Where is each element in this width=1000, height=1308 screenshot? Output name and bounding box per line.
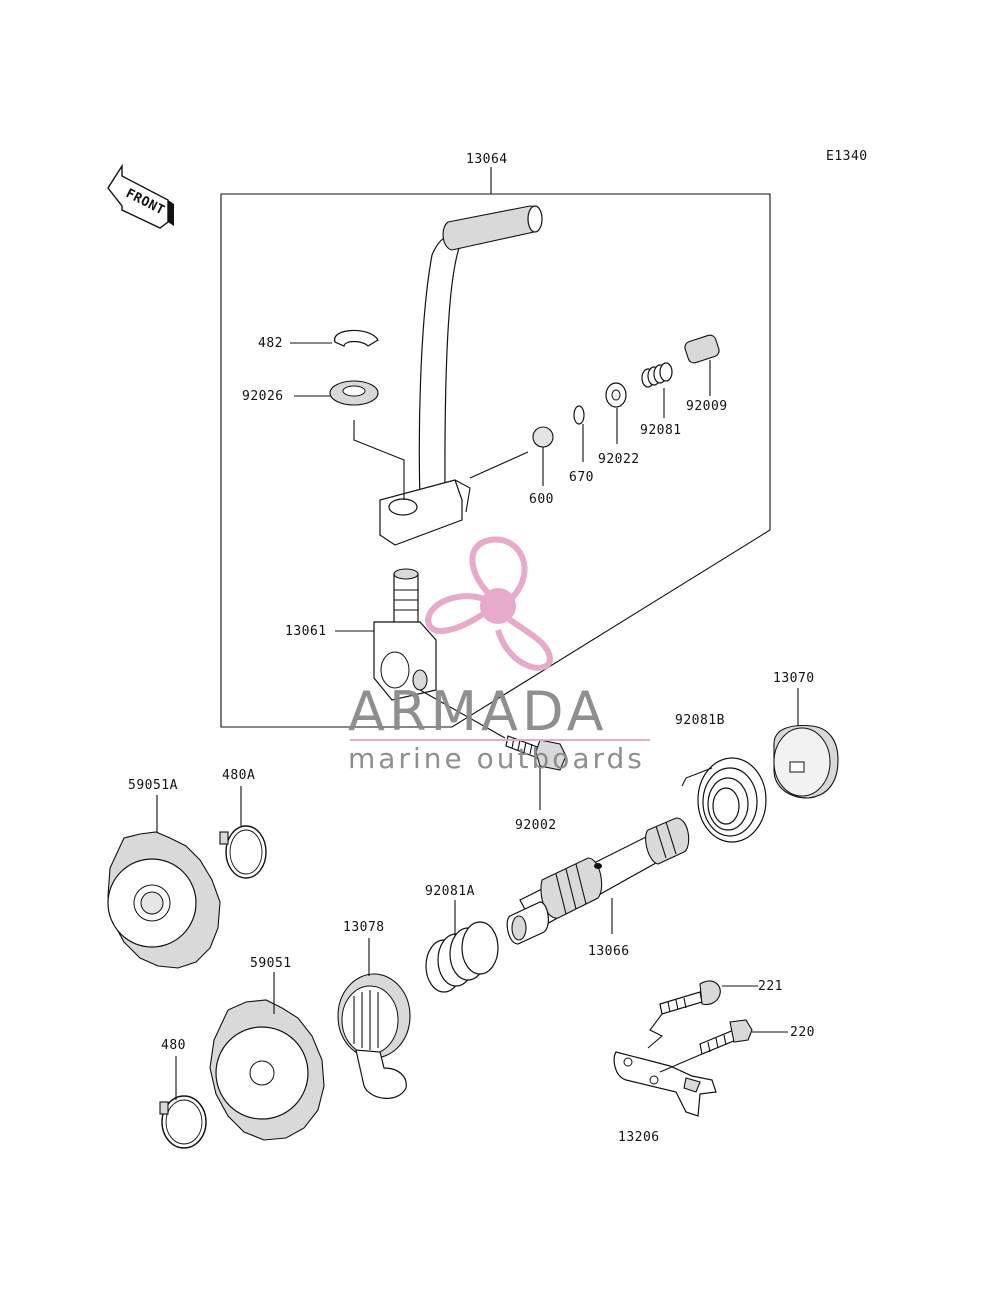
return-spring-92081B [681,757,767,843]
callout-92022: 92022 [598,452,640,467]
washer-92022 [605,382,627,408]
ratchet-13078 [337,973,411,1099]
gear-59051A [107,831,221,969]
ring-670 [573,405,585,425]
callout-92009: 92009 [686,399,728,414]
diagram-code: E1340 [826,149,868,164]
callout-92081B: 92081B [675,713,725,728]
collar-13070 [773,724,839,799]
assembly-box [220,193,771,728]
propeller-logo-icon [424,536,554,671]
callout-92081: 92081 [640,423,682,438]
callout-13078: 13078 [343,920,385,935]
gear-59051 [209,999,325,1141]
callout-59051A: 59051A [128,778,178,793]
washer-92026 [329,380,379,406]
circlip-482 [334,329,379,347]
kick-pedal-arm [379,205,543,546]
circlip-480 [159,1095,207,1149]
plug-92009 [684,334,720,364]
callout-13066: 13066 [588,944,630,959]
callout-13064: 13064 [466,152,508,167]
callout-13061: 13061 [285,624,327,639]
callout-59051: 59051 [250,956,292,971]
armada-watermark: ARMADA marine outboards [348,536,650,775]
callout-480: 480 [161,1038,186,1053]
screw-221 [659,980,721,1015]
callout-92081A: 92081A [425,884,475,899]
front-arrow-icon: FRONT [107,163,174,229]
callout-220: 220 [790,1025,815,1040]
circlip-480A [219,825,267,879]
bolt-220 [699,1019,753,1055]
kick-shaft-13066 [506,817,690,945]
callout-670: 670 [569,470,594,485]
callout-482: 482 [258,336,283,351]
watermark-brand: ARMADA [348,680,608,743]
callout-92026: 92026 [242,389,284,404]
callout-13206: 13206 [618,1130,660,1145]
spring-92081 [641,362,673,388]
propeller-hub-icon [480,588,516,624]
watermark-tagline: marine outboards [348,742,645,775]
callout-600: 600 [529,492,554,507]
callout-221: 221 [758,979,783,994]
callout-480A: 480A [222,768,255,783]
spring-92081A [425,921,499,993]
callout-92002: 92002 [515,818,557,833]
bolt-92002 [505,735,567,771]
ball-600 [532,426,554,448]
guide-plate-13206 [613,1051,717,1117]
callout-13070: 13070 [773,671,815,686]
